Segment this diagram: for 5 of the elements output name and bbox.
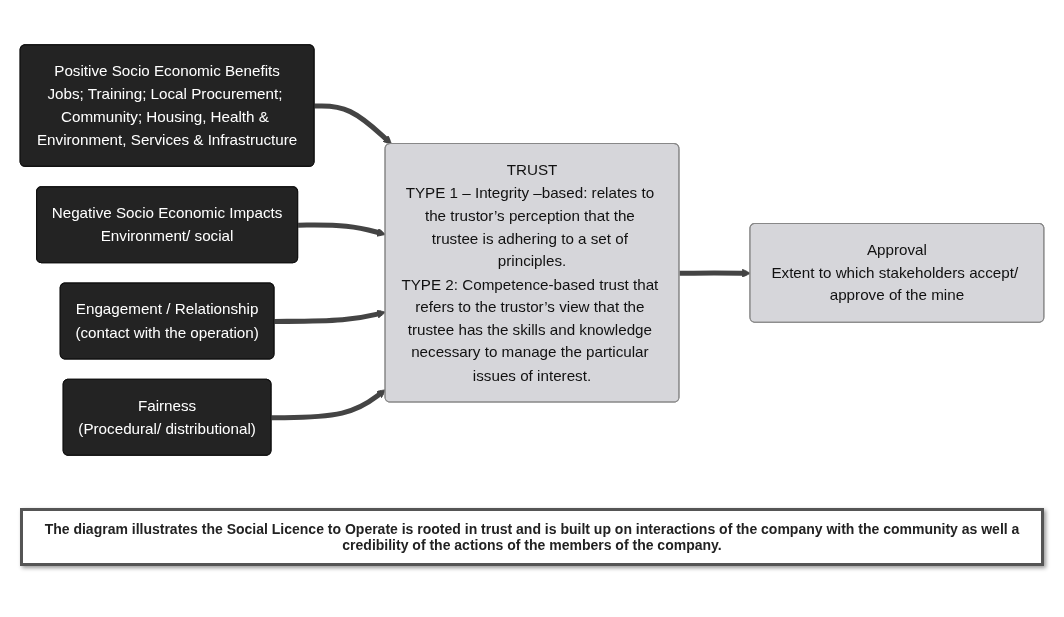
arrow (271, 389, 386, 421)
arrow (314, 103, 392, 145)
arrow (274, 309, 386, 324)
arrow (298, 222, 386, 237)
caption: The diagram illustrates the Social Licence to Operate is rooted in trust and is built up on interactions of the company with the community as well a credibility of the actions of the members of the company. (20, 508, 1044, 566)
